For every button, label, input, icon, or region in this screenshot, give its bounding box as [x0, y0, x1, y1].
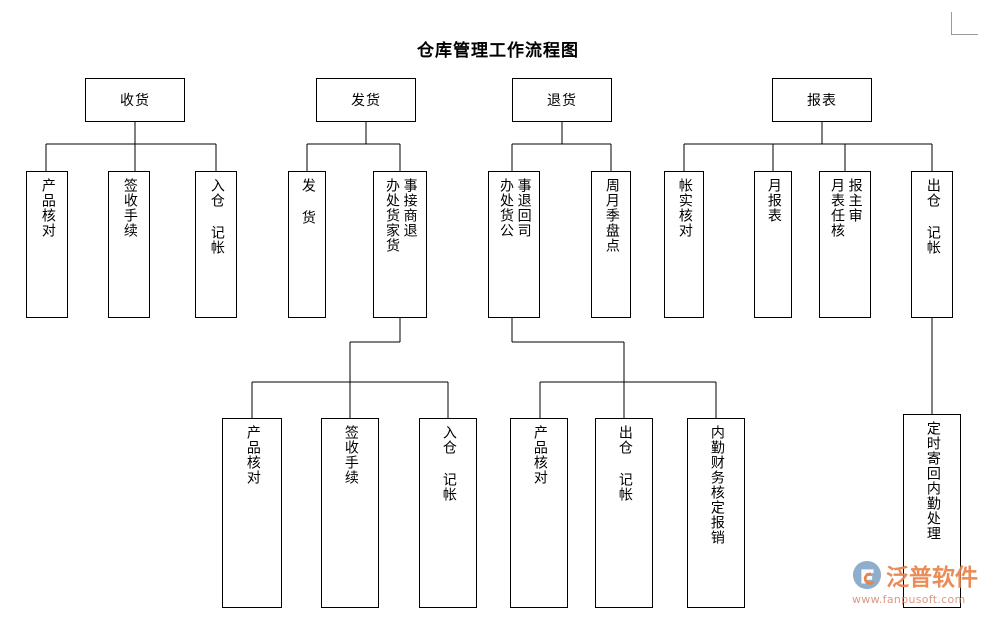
text-column: 周月季盘点 [603, 178, 620, 253]
node-returns-office-return-to-company[interactable]: 事退回司 办处货公 [488, 171, 540, 318]
text-column: 产品核对 [244, 425, 261, 485]
vertical-text: 月报表 [765, 178, 782, 317]
node-head-shipping[interactable]: 发货 [316, 78, 416, 122]
node-returns-sub-finance-reimbursement[interactable]: 内勤财务核定报销 [687, 418, 745, 608]
vertical-text: 帐实核对 [676, 178, 693, 317]
node-reports-sub-mail-back-to-office[interactable]: 定时寄回内勤处理 [903, 414, 961, 608]
node-shipping-sub-signoff[interactable]: 签收手续 [321, 418, 379, 608]
text-column: 产品核对 [531, 425, 548, 485]
vertical-text: 定时寄回内勤处理 [924, 421, 941, 607]
text-column: 事退回司 [515, 178, 532, 238]
vertical-text: 签收手续 [121, 178, 138, 317]
text-column: 事接商退 [401, 178, 418, 238]
text-column: 入仓 记帐 [208, 178, 225, 255]
node-head-receiving[interactable]: 收货 [85, 78, 185, 122]
vertical-text: 事接商退 办处货家货 [383, 178, 418, 317]
vertical-text: 产品核对 [531, 425, 548, 607]
text-column: 出仓 记帐 [616, 425, 633, 502]
node-label: 报表 [807, 93, 837, 109]
text-column: 定时寄回内勤处理 [924, 421, 941, 541]
vertical-text: 入仓 记帐 [440, 425, 457, 607]
node-label: 收货 [120, 93, 150, 109]
vertical-text: 产品核对 [244, 425, 261, 607]
text-column: 办处货公 [498, 178, 514, 238]
vertical-text: 出仓 记帐 [924, 178, 941, 317]
node-receiving-product-check[interactable]: 产品核对 [26, 171, 68, 318]
node-shipping-ship-goods[interactable]: 发 货 [288, 171, 326, 318]
text-column: 月表任核 [829, 178, 845, 238]
node-returns-sub-outstore-record[interactable]: 出仓 记帐 [595, 418, 653, 608]
node-receiving-signoff[interactable]: 签收手续 [108, 171, 150, 318]
node-reports-book-stock-check[interactable]: 帐实核对 [664, 171, 704, 318]
node-returns-sub-product-check[interactable]: 产品核对 [510, 418, 568, 608]
node-head-reports[interactable]: 报表 [772, 78, 872, 122]
text-column: 签收手续 [121, 178, 138, 238]
page-title: 仓库管理工作流程图 [417, 41, 579, 61]
text-column: 发 货 [299, 178, 316, 225]
node-shipping-office-accept-return[interactable]: 事接商退 办处货家货 [373, 171, 427, 318]
text-column: 报主审 [846, 178, 863, 223]
vertical-text: 周月季盘点 [603, 178, 620, 317]
node-returns-periodic-stocktake[interactable]: 周月季盘点 [591, 171, 631, 318]
text-column: 入仓 记帐 [440, 425, 457, 502]
vertical-text: 入仓 记帐 [208, 178, 225, 317]
vertical-text: 出仓 记帐 [616, 425, 633, 607]
text-column: 产品核对 [39, 178, 56, 238]
node-reports-monthly-report[interactable]: 月报表 [754, 171, 792, 318]
vertical-text: 事退回司 办处货公 [497, 178, 532, 317]
node-head-returns[interactable]: 退货 [512, 78, 612, 122]
vertical-text: 报主审 月表任核 [828, 178, 863, 317]
node-reports-director-review[interactable]: 报主审 月表任核 [819, 171, 871, 318]
vertical-text: 产品核对 [39, 178, 56, 317]
vertical-text: 发 货 [299, 178, 316, 317]
node-receiving-instore-record[interactable]: 入仓 记帐 [195, 171, 237, 318]
text-column: 签收手续 [342, 425, 359, 485]
text-column: 内勤财务核定报销 [708, 425, 725, 545]
vertical-text: 内勤财务核定报销 [708, 425, 725, 607]
corner-crop-mark [951, 12, 978, 35]
text-column: 月报表 [765, 178, 782, 223]
node-label: 发货 [351, 93, 381, 109]
node-label: 退货 [547, 93, 577, 109]
node-shipping-sub-instore-record[interactable]: 入仓 记帐 [419, 418, 477, 608]
text-column: 办处货家货 [384, 178, 400, 253]
text-column: 帐实核对 [676, 178, 693, 238]
node-shipping-sub-product-check[interactable]: 产品核对 [222, 418, 282, 608]
text-column: 出仓 记帐 [924, 178, 941, 255]
vertical-text: 签收手续 [342, 425, 359, 607]
node-reports-outstore-record[interactable]: 出仓 记帐 [911, 171, 953, 318]
